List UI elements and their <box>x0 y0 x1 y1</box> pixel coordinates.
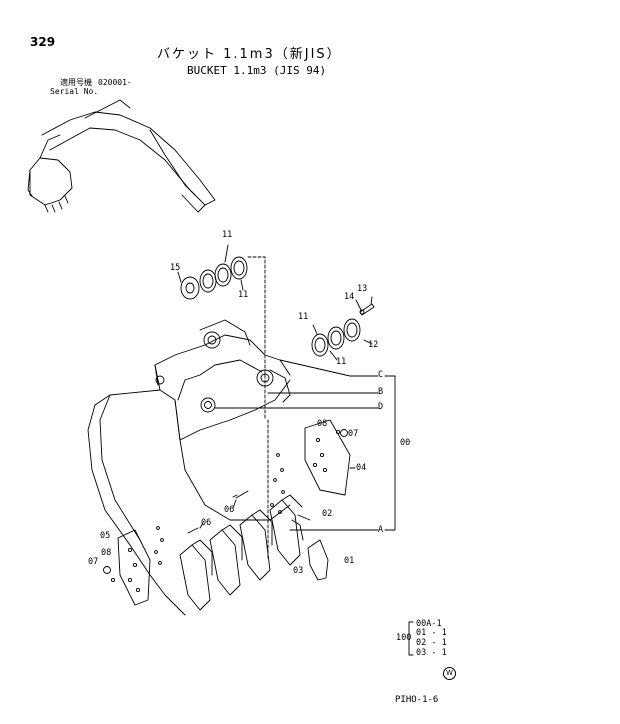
callout-d: D <box>378 402 384 412</box>
side-cutter-plates <box>103 419 351 606</box>
callout-02: 02 <box>322 509 333 519</box>
page-number: 329 <box>30 35 56 49</box>
callout-c: C <box>378 370 384 380</box>
footer-code: PIHO-1-6 <box>395 695 439 705</box>
callout-00: 00 <box>400 438 411 448</box>
callout-08-right: 08 <box>317 419 328 429</box>
shim-group-lower <box>311 296 375 361</box>
qty-bracket <box>408 621 414 656</box>
callout-11-right-low: 11 <box>336 357 347 367</box>
callout-11-top: 11 <box>222 230 233 240</box>
callout-12: 12 <box>368 340 379 350</box>
w-mark-icon: W <box>443 667 456 680</box>
callout-07-left: 07 <box>88 557 99 567</box>
serial-label-japanese: 適用号機 <box>60 78 92 87</box>
bucket-body <box>87 319 291 616</box>
callout-04: 04 <box>356 463 367 473</box>
qty-row-02: 02 - 1 <box>416 638 447 648</box>
serial-value: 020001- <box>98 78 132 87</box>
serial-label-english: Serial No. <box>50 87 99 96</box>
excavator-arm-sketch <box>27 99 216 213</box>
callout-15: 15 <box>170 263 181 273</box>
callout-11-right: 11 <box>298 312 309 322</box>
qty-row-00a: 00A-1 <box>416 619 442 629</box>
callout-11-mid: 11 <box>238 290 249 300</box>
callout-06-b: 06 <box>201 518 212 528</box>
callout-a: A <box>378 525 384 535</box>
callout-07-right: 07 <box>348 429 359 439</box>
leader-lines <box>199 359 396 531</box>
title-english: BUCKET 1.1m3 (JIS 94) <box>187 64 327 77</box>
callout-b: B <box>378 387 384 397</box>
callout-13: 13 <box>357 284 368 294</box>
callout-06-a: 06 <box>224 505 235 515</box>
qty-row-03: 03 - 1 <box>416 648 447 658</box>
bucket-teeth <box>179 494 329 611</box>
title-japanese: バケット 1.1m3（新JIS） <box>157 47 342 62</box>
callout-05: 05 <box>100 531 111 541</box>
callout-03: 03 <box>293 566 304 576</box>
qty-total: 100 <box>396 633 412 643</box>
callout-14: 14 <box>344 292 355 302</box>
qty-row-01: 01 - 1 <box>416 628 447 638</box>
callout-08-left: 08 <box>101 548 112 558</box>
shim-group-upper <box>177 244 266 421</box>
callout-01: 01 <box>344 556 355 566</box>
